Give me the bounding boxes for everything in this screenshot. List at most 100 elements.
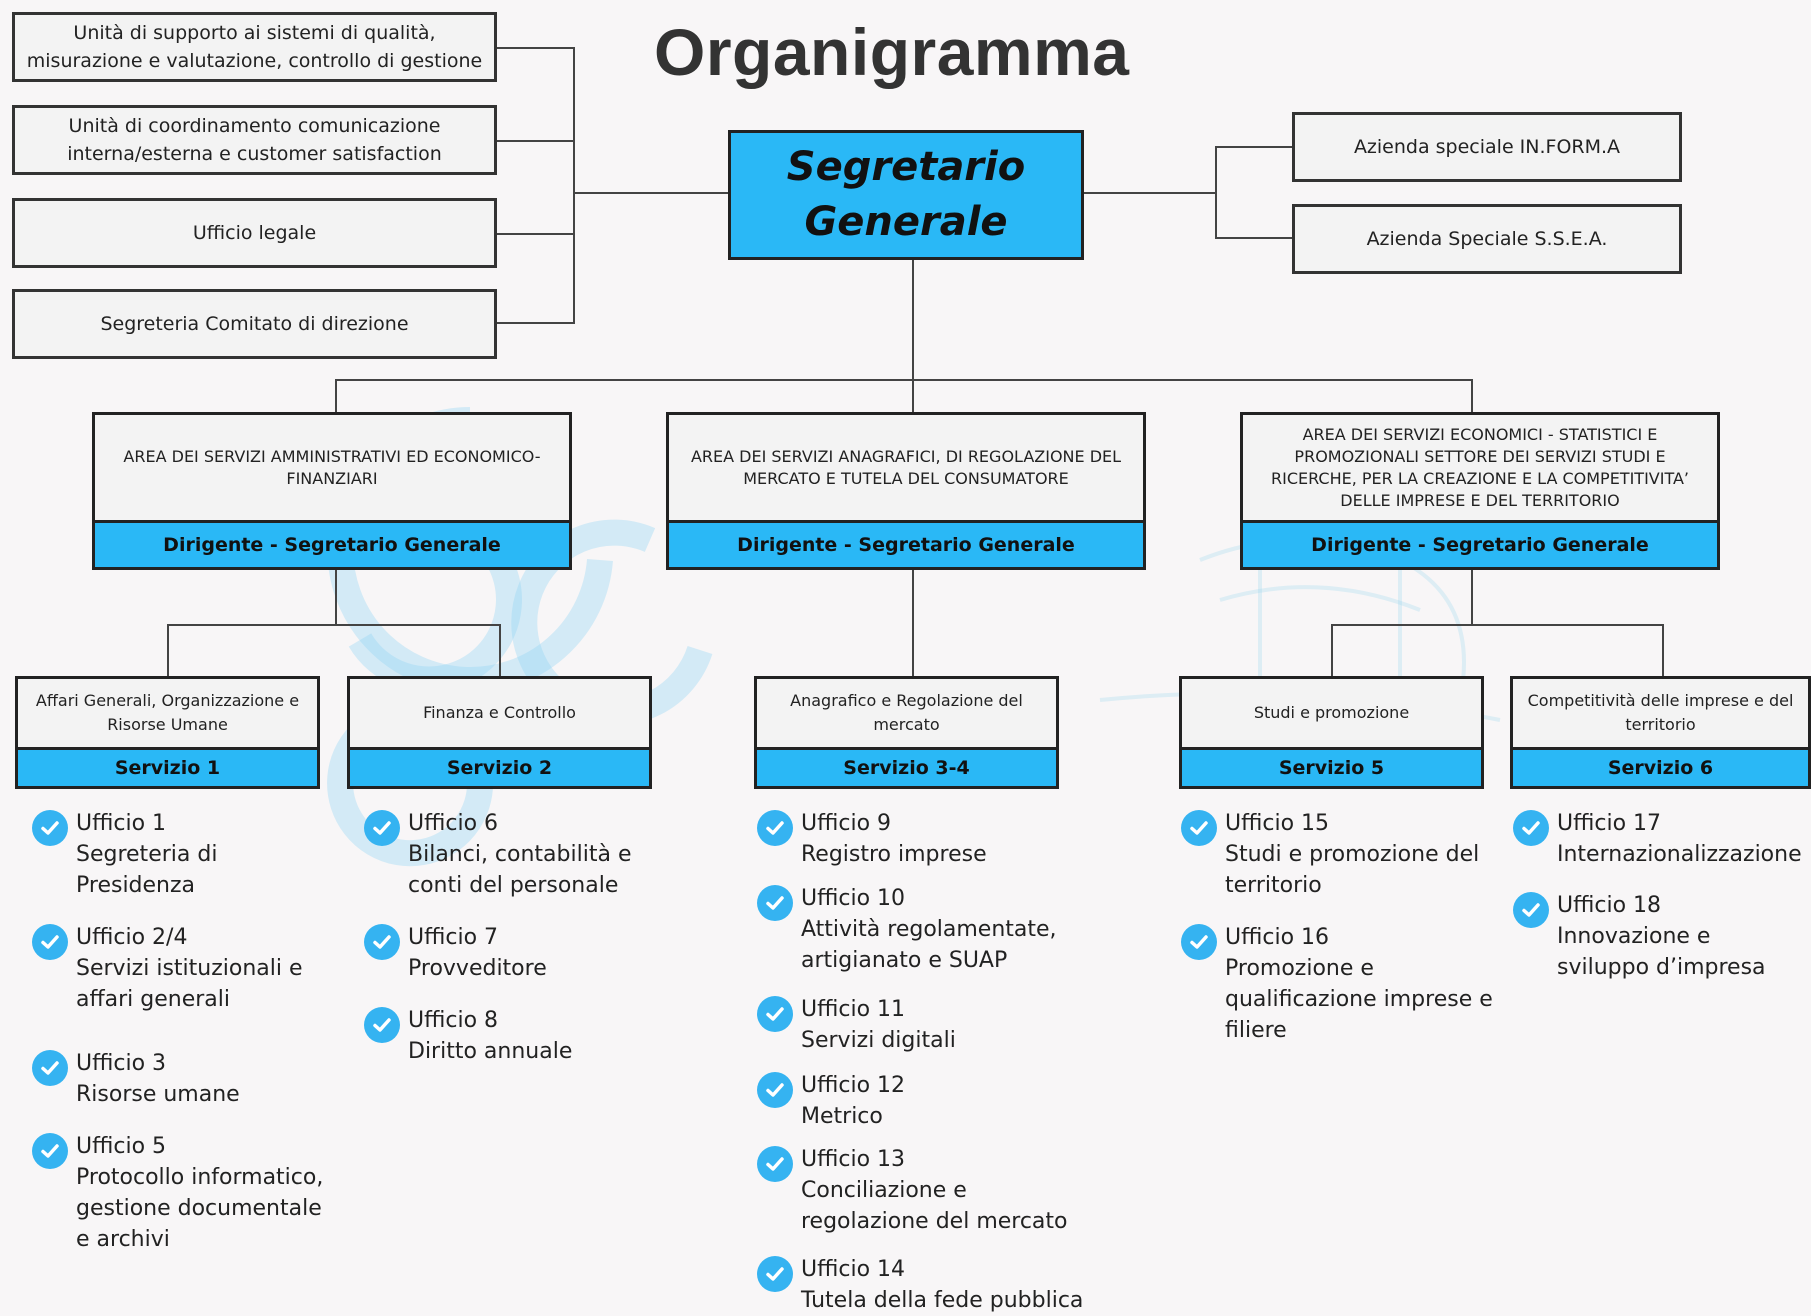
- checkmark-icon: [757, 810, 793, 846]
- office-name: Ufficio 12: [801, 1073, 906, 1098]
- area-economici: AREA DEI SERVIZI ECONOMICI - STATISTICI …: [1240, 412, 1720, 570]
- service-label: Servizio 3-4: [757, 747, 1056, 786]
- service-6: Competitività delle imprese e del territ…: [1510, 676, 1811, 789]
- service-name: Studi e promozione: [1253, 703, 1410, 722]
- area-name: AREA DEI SERVIZI ANAGRAFICI, DI REGOLAZI…: [690, 446, 1122, 488]
- area-head: Dirigente - Segretario Generale: [95, 520, 569, 567]
- office-desc: Tutela della fede pubblica: [801, 1288, 1084, 1313]
- office-item: Ufficio 17 Internazionalizzazione: [1513, 808, 1809, 870]
- checkmark-icon: [1181, 810, 1217, 846]
- office-desc: Servizi digitali: [801, 1028, 956, 1053]
- office-name: Ufficio 1: [76, 811, 167, 836]
- office-desc: Segreteria di Presidenza: [76, 842, 218, 898]
- checkmark-icon: [1513, 810, 1549, 846]
- service-1: Affari Generali, Organizzazione e Risors…: [15, 676, 320, 789]
- office-item: Ufficio 7 Provveditore: [364, 922, 664, 984]
- checkmark-icon: [32, 1133, 68, 1169]
- page-title: Organigramma: [654, 15, 1130, 89]
- service-label: Servizio 6: [1513, 747, 1808, 786]
- office-name: Ufficio 5: [76, 1134, 167, 1159]
- service-5: Studi e promozione Servizio 5: [1179, 676, 1484, 789]
- area-name: AREA DEI SERVIZI ECONOMICI - STATISTICI …: [1270, 424, 1690, 510]
- office-desc: Bilanci, contabilità e conti del persona…: [408, 842, 632, 898]
- staff-unit-communication: Unità di coordinamento comunicazione int…: [12, 105, 497, 175]
- service-name: Finanza e Controllo: [423, 703, 576, 722]
- office-desc: Internazionalizzazione: [1557, 842, 1802, 867]
- service-name: Competitività delle imprese e del territ…: [1527, 691, 1794, 734]
- office-name: Ufficio 14: [801, 1257, 906, 1282]
- office-desc: Provveditore: [408, 956, 547, 981]
- staff-unit-legal: Ufficio legale: [12, 198, 497, 268]
- checkmark-icon: [1513, 892, 1549, 928]
- office-name: Ufficio 13: [801, 1147, 906, 1172]
- office-name: Ufficio 16: [1225, 925, 1330, 950]
- area-amministrativi: AREA DEI SERVIZI AMMINISTRATIVI ED ECONO…: [92, 412, 572, 570]
- area-anagrafici: AREA DEI SERVIZI ANAGRAFICI, DI REGOLAZI…: [666, 412, 1146, 570]
- office-item: Ufficio 5 Protocollo informatico, gestion…: [32, 1131, 342, 1255]
- office-item: Ufficio 8 Diritto annuale: [364, 1005, 664, 1067]
- service-name: Anagrafico e Regolazione del mercato: [790, 691, 1023, 734]
- office-desc: Registro imprese: [801, 842, 987, 867]
- office-item: Ufficio 13 Conciliazione e regolazione de…: [757, 1144, 1097, 1237]
- office-desc: Diritto annuale: [408, 1039, 573, 1064]
- office-desc: Risorse umane: [76, 1082, 240, 1107]
- agency-ssea: Azienda Speciale S.S.E.A.: [1292, 204, 1682, 274]
- service-2: Finanza e Controllo Servizio 2: [347, 676, 652, 789]
- checkmark-icon: [32, 810, 68, 846]
- checkmark-icon: [32, 924, 68, 960]
- checkmark-icon: [757, 885, 793, 921]
- checkmark-icon: [757, 1256, 793, 1292]
- office-name: Ufficio 7: [408, 925, 499, 950]
- segretario-generale-box: Segretario Generale: [728, 130, 1084, 260]
- checkmark-icon: [364, 1007, 400, 1043]
- checkmark-icon: [1181, 924, 1217, 960]
- office-item: Ufficio 16 Promozione e qualificazione im…: [1181, 922, 1501, 1046]
- service-label: Servizio 1: [18, 747, 317, 786]
- office-name: Ufficio 15: [1225, 811, 1330, 836]
- office-desc: Innovazione e sviluppo d’impresa: [1557, 924, 1766, 980]
- office-desc: Attività regolamentate, artigianato e SU…: [801, 917, 1057, 973]
- office-desc: Conciliazione e regolazione del mercato: [801, 1178, 1068, 1234]
- office-item: Ufficio 6 Bilanci, contabilità e conti de…: [364, 808, 664, 901]
- checkmark-icon: [364, 810, 400, 846]
- office-item: Ufficio 3 Risorse umane: [32, 1048, 332, 1110]
- staff-unit-secretariat: Segreteria Comitato di direzione: [12, 289, 497, 359]
- service-label: Servizio 2: [350, 747, 649, 786]
- office-item: Ufficio 14 Tutela della fede pubblica: [757, 1254, 1117, 1316]
- office-desc: Promozione e qualificazione imprese e fi…: [1225, 956, 1493, 1043]
- office-desc: Servizi istituzionali e affari generali: [76, 956, 303, 1012]
- area-head: Dirigente - Segretario Generale: [1243, 520, 1717, 567]
- office-name: Ufficio 2/4: [76, 925, 188, 950]
- office-item: Ufficio 11 Servizi digitali: [757, 994, 1097, 1056]
- office-name: Ufficio 18: [1557, 893, 1662, 918]
- service-label: Servizio 5: [1182, 747, 1481, 786]
- checkmark-icon: [757, 1072, 793, 1108]
- office-name: Ufficio 17: [1557, 811, 1662, 836]
- office-item: Ufficio 15 Studi e promozione del territo…: [1181, 808, 1501, 901]
- office-item: Ufficio 1 Segreteria di Presidenza: [32, 808, 332, 901]
- office-desc: Studi e promozione del territorio: [1225, 842, 1480, 898]
- office-name: Ufficio 10: [801, 886, 906, 911]
- office-desc: Protocollo informatico, gestione documen…: [76, 1165, 324, 1252]
- service-3-4: Anagrafico e Regolazione del mercato Ser…: [754, 676, 1059, 789]
- checkmark-icon: [364, 924, 400, 960]
- office-item: Ufficio 10 Attività regolamentate, artigi…: [757, 883, 1097, 976]
- checkmark-icon: [757, 996, 793, 1032]
- checkmark-icon: [757, 1146, 793, 1182]
- office-name: Ufficio 6: [408, 811, 499, 836]
- checkmark-icon: [32, 1050, 68, 1086]
- office-item: Ufficio 18 Innovazione e sviluppo d’impre…: [1513, 890, 1809, 983]
- office-name: Ufficio 8: [408, 1008, 499, 1033]
- area-head: Dirigente - Segretario Generale: [669, 520, 1143, 567]
- office-item: Ufficio 12 Metrico: [757, 1070, 1097, 1132]
- office-desc: Metrico: [801, 1104, 883, 1129]
- area-name: AREA DEI SERVIZI AMMINISTRATIVI ED ECONO…: [123, 446, 541, 488]
- office-name: Ufficio 11: [801, 997, 906, 1022]
- staff-unit-quality: Unità di supporto ai sistemi di qualità,…: [12, 12, 497, 82]
- service-name: Affari Generali, Organizzazione e Risors…: [35, 691, 300, 734]
- agency-informa: Azienda speciale IN.FORM.A: [1292, 112, 1682, 182]
- office-name: Ufficio 3: [76, 1051, 167, 1076]
